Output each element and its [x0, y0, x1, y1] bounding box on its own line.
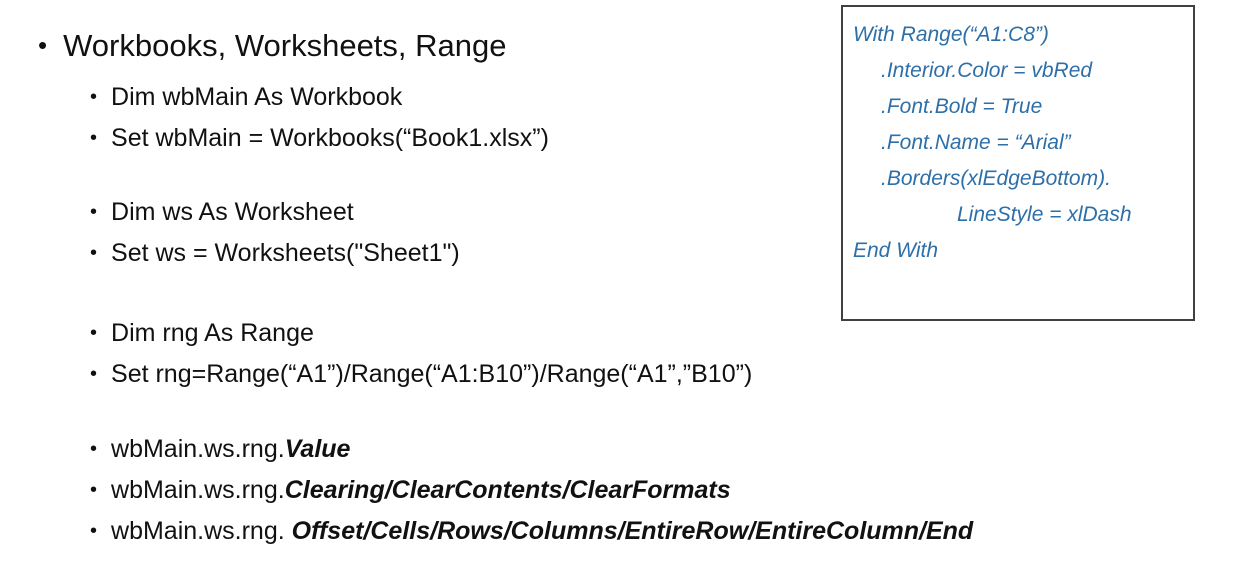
bullet-item: wbMain.ws.rng.Clearing/ClearContents/Cle… [90, 471, 973, 512]
code-line: .Interior.Color = vbRed [881, 59, 1093, 82]
member-prefix: wbMain.ws.rng. [111, 435, 285, 463]
code-line: .Borders(xlEdgeBottom). [881, 167, 1111, 190]
bullet-item: wbMain.ws.rng. Offset/Cells/Rows/Columns… [90, 512, 973, 553]
bullet-group-workbook: Dim wbMain As Workbook Set wbMain = Work… [90, 78, 549, 160]
bullet-item: Dim rng As Range [90, 314, 752, 355]
code-sample-box: With Range(“A1:C8”) .Interior.Color = vb… [841, 5, 1195, 321]
code-line: End With [853, 239, 939, 262]
code-line: With Range(“A1:C8”) [853, 23, 1049, 46]
bullet-item: wbMain.ws.rng.Value [90, 430, 973, 471]
bullet-group-worksheet: Dim ws As Worksheet Set ws = Worksheets(… [90, 193, 460, 275]
bullet-item: Set ws = Worksheets("Sheet1") [90, 234, 460, 275]
member-emphasis: Value [284, 435, 351, 463]
bullet-item: Set wbMain = Workbooks(“Book1.xlsx”) [90, 119, 549, 160]
bullet-item: Dim wbMain As Workbook [90, 78, 549, 119]
member-prefix: wbMain.ws.rng. [111, 517, 292, 545]
slide-title: Workbooks, Worksheets, Range [38, 26, 506, 67]
member-emphasis: Offset/Cells/Rows/Columns/EntireRow/Enti… [291, 517, 974, 545]
bullet-group-range: Dim rng As Range Set rng=Range(“A1”)/Ran… [90, 314, 752, 396]
bullet-item: Set rng=Range(“A1”)/Range(“A1:B10”)/Rang… [90, 355, 752, 396]
member-prefix: wbMain.ws.rng. [111, 476, 285, 504]
bullet-item: Dim ws As Worksheet [90, 193, 460, 234]
code-line: .Font.Bold = True [881, 95, 1043, 118]
code-line: LineStyle = xlDash [957, 203, 1132, 226]
bullet-group-members: wbMain.ws.rng.Value wbMain.ws.rng.Cleari… [90, 430, 973, 553]
code-line: .Font.Name = “Arial” [881, 131, 1071, 154]
member-emphasis: Clearing/ClearContents/ClearFormats [284, 476, 731, 504]
